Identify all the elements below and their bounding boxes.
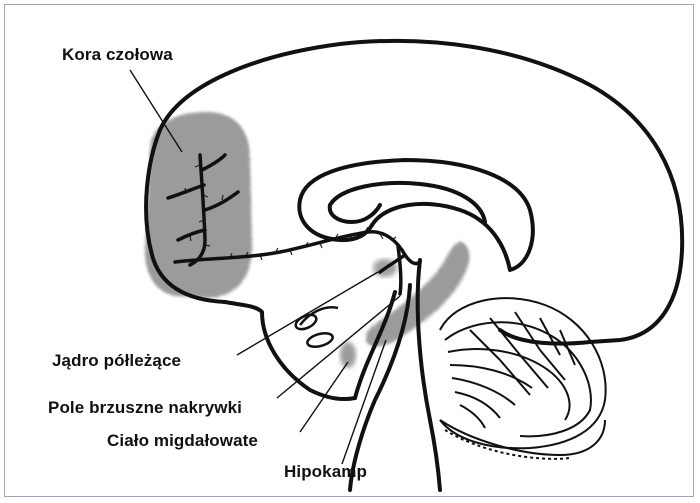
label-amygdala: Ciało migdałowate	[107, 431, 258, 451]
label-ventral-tegmental-area: Pole brzuszne nakrywki	[48, 398, 242, 418]
label-hippocampus: Hipokamp	[284, 462, 367, 482]
thalamus-ellipses	[293, 307, 338, 349]
amygdala-shaded-region	[340, 342, 356, 368]
label-nucleus-accumbens: Jądro półleżące	[52, 351, 181, 371]
cerebellum	[440, 298, 606, 459]
prefrontal-shaded-region	[145, 112, 252, 298]
label-prefrontal-cortex: Kora czołowa	[62, 45, 173, 65]
